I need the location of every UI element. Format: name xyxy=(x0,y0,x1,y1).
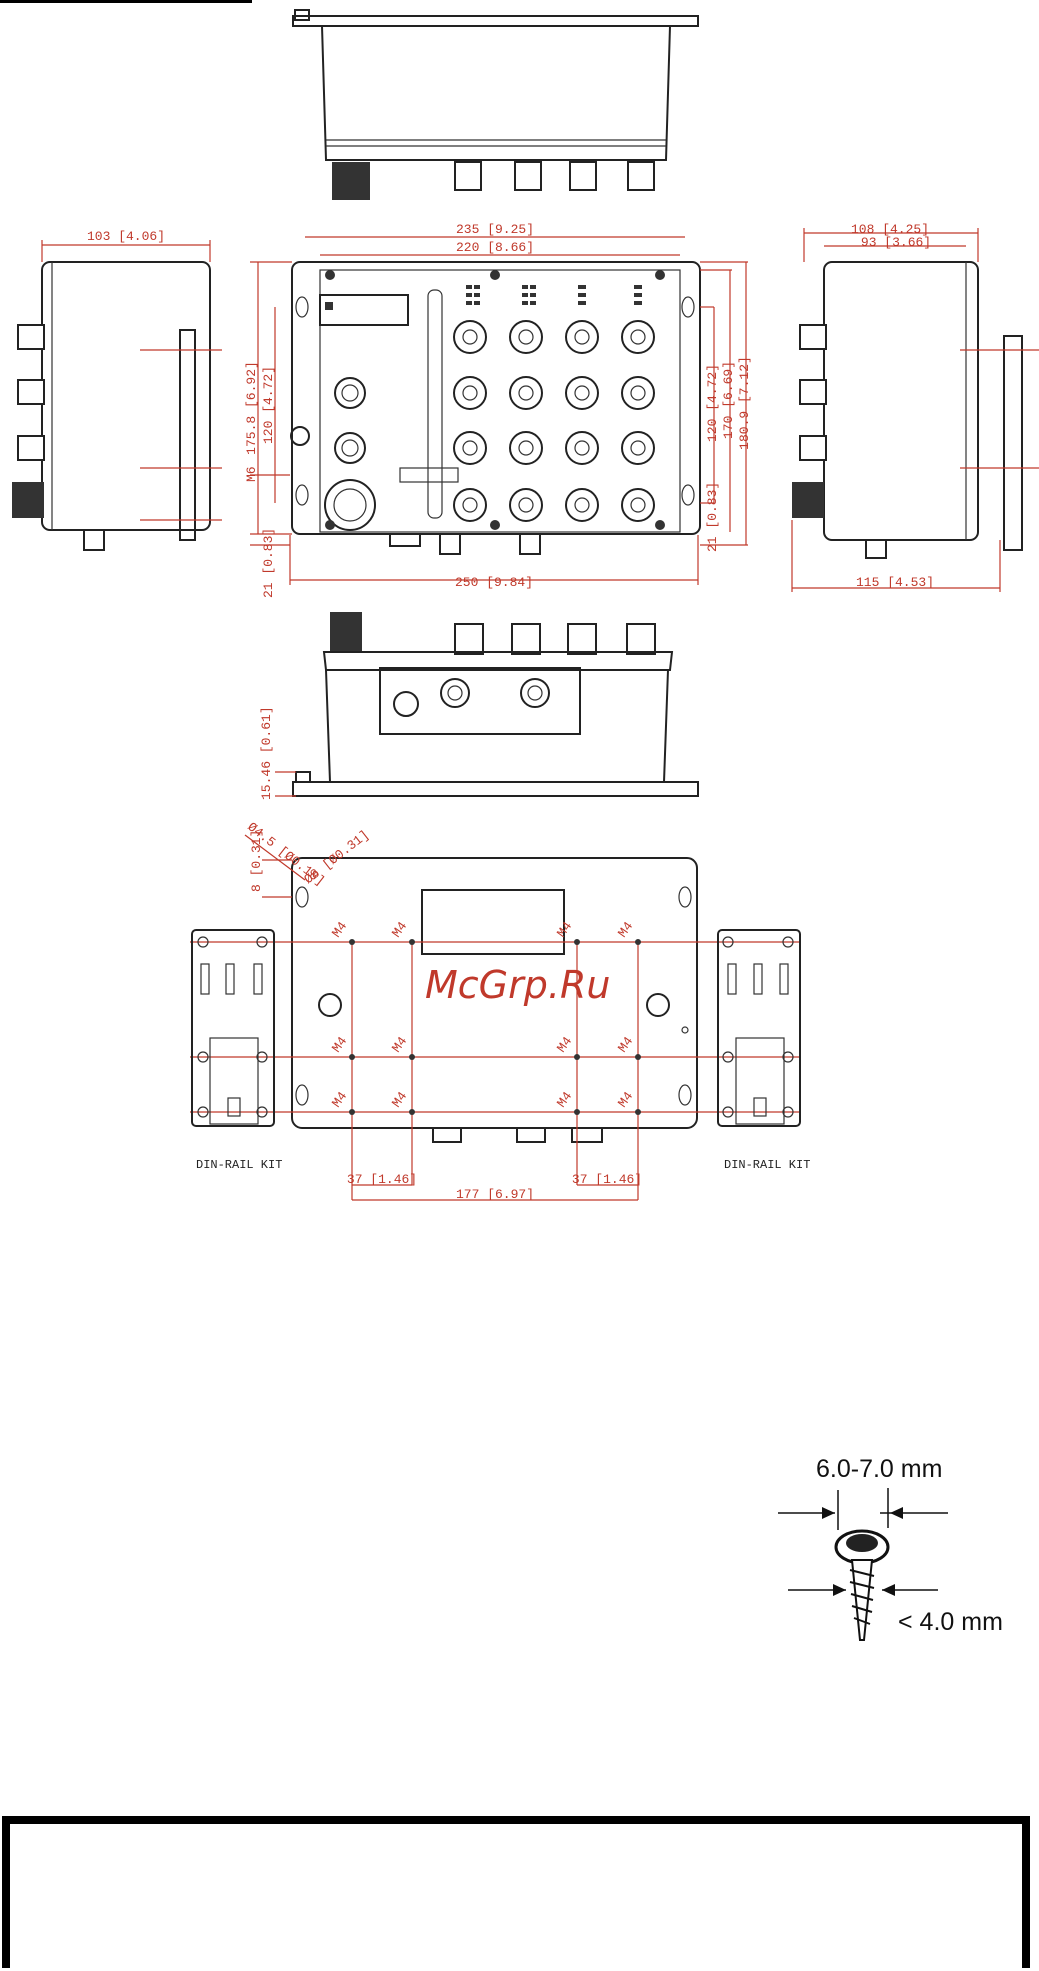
dim-bottom-h15: 15.46 [0.61] xyxy=(259,706,274,800)
dim-front-h120-right: 120 [4.72] xyxy=(705,364,720,442)
m4-hole-label: M4 xyxy=(554,1089,575,1111)
screw-spec: 6.0-7.0 mm < 4.0 mm xyxy=(778,1455,1003,1641)
m4-hole-label: M4 xyxy=(615,1034,636,1056)
m12-port xyxy=(509,488,543,522)
m6-ground-screw xyxy=(290,426,310,446)
dim-front-h175: 175.8 [6.92] xyxy=(244,361,259,455)
din-rail-label-right: DIN-RAIL KIT xyxy=(724,1158,810,1172)
m4-hole-label: M4 xyxy=(329,1089,350,1111)
m12-port-pin xyxy=(574,440,590,456)
m12-port-pin xyxy=(574,329,590,345)
screw-shaft-size: < 4.0 mm xyxy=(898,1608,1003,1636)
front-view: 235 [9.25] 220 [8.66] xyxy=(244,222,752,598)
m12-port-pin xyxy=(462,440,478,456)
right-side-view: 108 [4.25] 93 [3.66] 115 [4.53] xyxy=(791,222,1039,592)
m4-hole-label: M4 xyxy=(554,919,575,941)
dim-front-m6: M6 xyxy=(244,466,259,482)
m4-hole-label: M4 xyxy=(554,1034,575,1056)
dim-right-w93: 93 [3.66] xyxy=(861,235,931,250)
m12-port xyxy=(453,488,487,522)
led-indicators xyxy=(466,285,642,305)
dim-rear-w177: 177 [6.97] xyxy=(456,1187,534,1202)
m12-port-pin xyxy=(518,497,534,513)
screw-head-size: 6.0-7.0 mm xyxy=(816,1455,942,1483)
dim-rear-w37-right: 37 [1.46] xyxy=(572,1172,642,1187)
dim-left-width: 103 [4.06] xyxy=(87,229,165,244)
din-rail-label-left: DIN-RAIL KIT xyxy=(196,1158,282,1172)
m12-port xyxy=(621,431,655,465)
m12-port xyxy=(509,376,543,410)
m4-hole-label: M4 xyxy=(329,919,350,941)
m12-port xyxy=(621,376,655,410)
dim-front-h170: 170 [6.69] xyxy=(721,361,736,439)
dim-front-h180: 180.9 [7.12] xyxy=(737,356,752,450)
m12-port xyxy=(565,320,599,354)
din-rail-kit-left: DIN-RAIL KIT xyxy=(191,929,282,1172)
dim-front-w220: 220 [8.66] xyxy=(456,240,534,255)
m12-port-pin xyxy=(462,385,478,401)
m12-port xyxy=(453,431,487,465)
m12-port-pin xyxy=(518,385,534,401)
m12-port-pin xyxy=(630,329,646,345)
bottom-frame xyxy=(2,1816,1030,1968)
m12-port xyxy=(453,376,487,410)
dim-rear-w37-left: 37 [1.46] xyxy=(347,1172,417,1187)
m12-port xyxy=(621,320,655,354)
m4-hole-label: M4 xyxy=(615,919,636,941)
m12-port xyxy=(565,488,599,522)
top-rule xyxy=(0,0,252,3)
power-connector-top xyxy=(332,162,370,200)
m4-hole-label: M4 xyxy=(329,1034,350,1056)
m12-port-pin xyxy=(630,497,646,513)
watermark-text: McGrp.Ru xyxy=(425,963,610,1007)
port-grid xyxy=(453,320,655,522)
dim-front-h21-left: 21 [0.83] xyxy=(261,528,276,598)
dim-front-w250: 250 [9.84] xyxy=(455,575,533,590)
m12-port-pin xyxy=(574,497,590,513)
bottom-view: 15.46 [0.61] xyxy=(259,612,699,800)
m12-port xyxy=(621,488,655,522)
dim-front-h120-left: 120 [4.72] xyxy=(261,366,276,444)
dim-front-w235: 235 [9.25] xyxy=(456,222,534,237)
dim-right-w115: 115 [4.53] xyxy=(856,575,934,590)
top-view xyxy=(292,9,699,200)
m12-port-pin xyxy=(630,385,646,401)
m4-hole-label: M4 xyxy=(389,1034,410,1056)
m12-port xyxy=(509,320,543,354)
m12-port-pin xyxy=(518,440,534,456)
left-side-view: 103 [4.06] xyxy=(12,229,222,551)
dim-front-h21-right: 21 [0.83] xyxy=(705,482,720,552)
m12-port-pin xyxy=(462,497,478,513)
m4-hole-label: M4 xyxy=(615,1089,636,1111)
din-rail-kit-right: DIN-RAIL KIT xyxy=(717,929,810,1172)
m12-port-pin xyxy=(462,329,478,345)
m4-hole-label: M4 xyxy=(389,919,410,941)
dim-rear-h8: 8 [0.31] xyxy=(249,830,264,892)
m4-hole-label: M4 xyxy=(389,1089,410,1111)
m12-port xyxy=(565,376,599,410)
m12-port-pin xyxy=(574,385,590,401)
m12-port-pin xyxy=(518,329,534,345)
m12-port xyxy=(509,431,543,465)
m12-port xyxy=(565,431,599,465)
dim-right-w108: 108 [4.25] xyxy=(851,222,929,237)
m12-port-pin xyxy=(630,440,646,456)
m12-port xyxy=(453,320,487,354)
